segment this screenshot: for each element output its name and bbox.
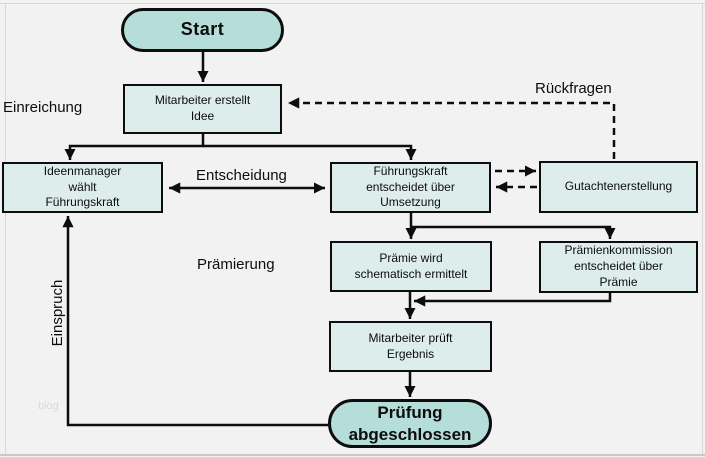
section-label-einreichung: Einreichung bbox=[3, 99, 83, 116]
node-fuehrungskraft-entscheidet: Führungskraft entscheidet über Umsetzung bbox=[330, 162, 491, 213]
arrow-idea-to-ideenmanager bbox=[64, 134, 205, 160]
node-ende-label: Prüfung abgeschlossen bbox=[348, 403, 472, 444]
node-ideenmanager-waehlt-fuehrungskraft: Ideenmanager wählt Führungskraft bbox=[2, 162, 163, 213]
node-kommission-label: Prämienkommission entscheidet über Prämi… bbox=[564, 243, 673, 289]
frame-border-left bbox=[5, 3, 6, 455]
arrow-einspruch-loop bbox=[62, 216, 328, 427]
node-praemie-label: Prämie wird schematisch ermittelt bbox=[354, 250, 468, 281]
frame-border-right bbox=[702, 3, 703, 455]
node-mitarbeiter-erstellt-idee: Mitarbeiter erstellt Idee bbox=[123, 84, 282, 134]
arrow-fuehrungskraft-to-kommission bbox=[411, 225, 616, 239]
edge-label-entscheidung: Entscheidung bbox=[196, 167, 287, 184]
node-start: Start bbox=[121, 8, 284, 52]
frame-border-bottom bbox=[0, 454, 705, 456]
frame-border-top bbox=[0, 3, 705, 4]
edge-label-rueckfragen: Rückfragen bbox=[535, 80, 612, 97]
node-gutachten-label: Gutachtenerstellung bbox=[564, 179, 673, 194]
node-idea-label: Mitarbeiter erstellt Idee bbox=[154, 93, 251, 123]
arrow-idea-to-fuehrungskraft bbox=[203, 144, 417, 160]
arrow-rueckfragen-dashed bbox=[288, 97, 616, 159]
node-praemienkommission: Prämienkommission entscheidet über Prämi… bbox=[539, 241, 698, 293]
node-praemie-schematisch-ermittelt: Prämie wird schematisch ermittelt bbox=[330, 241, 492, 292]
node-pruefung-abgeschlossen: Prüfung abgeschlossen bbox=[328, 399, 492, 448]
arrow-kommission-merge bbox=[414, 293, 612, 307]
node-fuehrungskraft-label: Führungskraft entscheidet über Umsetzung bbox=[366, 163, 455, 210]
edge-label-einspruch: Einspruch bbox=[49, 279, 66, 347]
node-mitarbeiter-prueft-ergebnis: Mitarbeiter prüft Ergebnis bbox=[329, 321, 492, 372]
node-gutachtenerstellung: Gutachtenerstellung bbox=[539, 161, 698, 213]
node-start-label: Start bbox=[180, 19, 225, 40]
node-prueft-label: Mitarbeiter prüft Ergebnis bbox=[368, 330, 453, 361]
section-label-praemierung: Prämierung bbox=[197, 256, 275, 273]
node-ideenmanager-label: Ideenmanager wählt Führungskraft bbox=[43, 163, 122, 210]
watermark-text: blog bbox=[38, 400, 59, 412]
